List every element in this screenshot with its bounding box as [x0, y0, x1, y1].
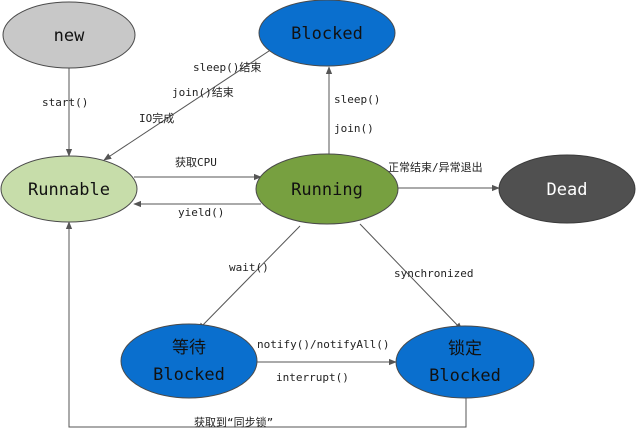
node-blocked-top: Blocked [258, 0, 396, 67]
edge-running-to-wait [197, 225, 301, 331]
node-runnable-shape [0, 155, 138, 223]
node-lock-blocked: 锁定 Blocked [395, 325, 535, 399]
node-new-shape [2, 1, 136, 69]
label-join-end: join()结束 [172, 86, 234, 99]
node-new: new [2, 1, 136, 69]
node-new-label: new [54, 26, 85, 46]
node-dead-label: Dead [547, 180, 588, 200]
node-blocked-top-shape [258, 0, 396, 67]
node-dead: Dead [498, 154, 636, 224]
node-dead-shape [498, 154, 636, 224]
label-get-cpu: 获取CPU [175, 156, 217, 169]
edge-blocked-to-runnable [103, 46, 276, 161]
node-wait-blocked: 等待 Blocked [120, 323, 258, 399]
node-running-shape [255, 153, 399, 225]
node-lock-blocked-line1: 锁定 [448, 339, 482, 359]
edges [65, 46, 500, 428]
label-start: start() [42, 96, 88, 109]
node-lock-blocked-line2: Blocked [429, 366, 501, 386]
node-running: Running [255, 153, 399, 225]
label-io-done: IO完成 [139, 111, 174, 125]
node-running-label: Running [291, 180, 363, 200]
label-synchronized: synchronized [394, 267, 473, 280]
node-wait-blocked-shape [120, 323, 258, 399]
edge-running-to-lock [359, 223, 463, 331]
node-blocked-top-label: Blocked [291, 24, 363, 44]
edge-lock-to-runnable [65, 221, 467, 428]
label-interrupt: interrupt() [276, 371, 349, 384]
node-wait-blocked-line2: Blocked [153, 365, 225, 385]
node-wait-blocked-line1: 等待 [172, 338, 206, 358]
edge-labels: start() sleep()结束 join()结束 IO完成 sleep() … [42, 61, 483, 429]
label-sleep-end: sleep()结束 [193, 61, 261, 74]
label-sleep: sleep() [334, 93, 380, 106]
label-yield: yield() [178, 206, 224, 219]
label-notify: notify()/notifyAll() [257, 338, 389, 351]
label-wait: wait() [229, 261, 269, 274]
node-runnable-label: Runnable [28, 180, 110, 200]
label-normal-end: 正常结束/异常退出 [388, 160, 483, 174]
label-get-lock: 获取到“同步锁” [194, 415, 273, 429]
label-join: join() [334, 122, 374, 135]
node-lock-blocked-shape [395, 325, 535, 399]
node-runnable: Runnable [0, 155, 138, 223]
